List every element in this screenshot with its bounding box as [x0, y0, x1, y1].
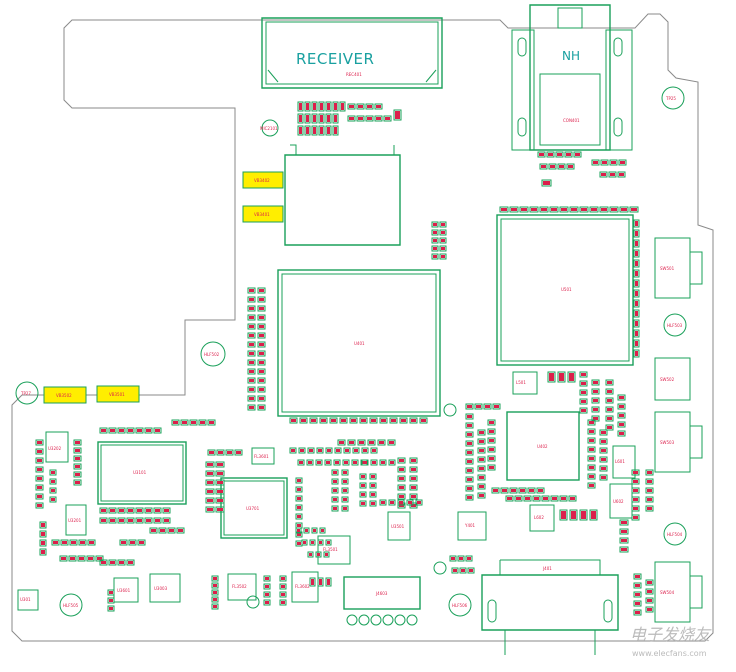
- ic-u3101: U3101: [97, 441, 187, 505]
- svg-text:HLF506: HLF506: [452, 603, 468, 608]
- svg-text:U3501: U3501: [391, 524, 405, 529]
- svg-text:HLF503: HLF503: [667, 323, 683, 328]
- watermark: 电子发烧友 www.elecfans.com: [630, 625, 712, 658]
- svg-text:U401: U401: [354, 341, 365, 346]
- svg-text:U3202: U3202: [48, 446, 62, 451]
- receiver-text: RECEIVER: [296, 50, 374, 68]
- ic-u3701: U3701: [220, 477, 288, 539]
- connector-con401: NH CON401: [511, 4, 633, 151]
- ic-u3202: U3202: [45, 431, 69, 463]
- ic-u3601: U3601: [113, 577, 139, 603]
- svg-text:SW503: SW503: [660, 440, 675, 445]
- svg-text:FL3501: FL3501: [323, 547, 338, 552]
- svg-text:HLF505: HLF505: [63, 603, 79, 608]
- svg-text:L601: L601: [615, 459, 625, 464]
- svg-text:MIC2101: MIC2101: [260, 126, 278, 131]
- svg-text:FL3601: FL3601: [254, 454, 269, 459]
- highlight-vb3502: VB3502: [43, 386, 87, 404]
- svg-text:Y401: Y401: [464, 523, 476, 528]
- svg-text:U3701: U3701: [246, 506, 260, 511]
- svg-text:U3003: U3003: [154, 586, 168, 591]
- svg-text:HLF502: HLF502: [204, 352, 220, 357]
- svg-text:VB3402: VB3402: [254, 178, 270, 183]
- svg-text:J401: J401: [542, 566, 552, 571]
- svg-text:VB3501: VB3501: [109, 392, 125, 397]
- svg-text:HLF504: HLF504: [667, 532, 683, 537]
- connector-mark: NH: [562, 49, 580, 63]
- svg-text:J4603: J4603: [375, 591, 388, 596]
- svg-text:L602: L602: [534, 515, 544, 520]
- svg-text:FL3502: FL3502: [232, 584, 247, 589]
- board-outline: [11, 13, 714, 642]
- svg-text:SW502: SW502: [660, 377, 675, 382]
- btb-block: [284, 144, 401, 246]
- highlight-vb3401: VB3401: [242, 205, 284, 223]
- side-switches: SW501 SW502 SW503 SW504: [654, 237, 703, 623]
- highlight-vb3501: VB3501: [96, 385, 140, 403]
- test-points: TP25 TP27 HLF502 HLF503 HLF504 HLF505 HL…: [15, 86, 687, 626]
- ic-u501: U501: [496, 214, 634, 366]
- svg-text:L501: L501: [516, 380, 526, 385]
- watermark-text: 电子发烧友: [630, 625, 712, 644]
- svg-text:TP25: TP25: [665, 96, 676, 101]
- bottom-parts: J4603 J401 Y401 FL3502 FL3501 FL3602 FL3…: [17, 371, 636, 655]
- svg-text:U602: U602: [613, 499, 624, 504]
- ic-u602: U602: [609, 483, 633, 519]
- svg-text:VB3401: VB3401: [254, 212, 270, 217]
- svg-text:SW501: SW501: [660, 266, 675, 271]
- svg-text:U3601: U3601: [117, 588, 131, 593]
- receiver-module: RECEIVER REC401: [261, 17, 443, 89]
- svg-text:TP27: TP27: [20, 391, 31, 396]
- svg-text:FL3602: FL3602: [295, 584, 310, 589]
- ic-u3201: U3201: [65, 504, 87, 536]
- svg-text:VB3502: VB3502: [56, 393, 72, 398]
- ic-u3501: U3501: [387, 511, 411, 541]
- svg-text:U501: U501: [561, 287, 572, 292]
- svg-text:U3201: U3201: [68, 518, 82, 523]
- watermark-url: www.elecfans.com: [632, 649, 707, 658]
- svg-text:SW504: SW504: [660, 590, 675, 595]
- passive-components: [35, 101, 654, 616]
- ic-u402: U402: [506, 411, 580, 481]
- svg-text:U402: U402: [537, 444, 548, 449]
- receiver-ref: REC401: [346, 72, 362, 77]
- svg-text:U301: U301: [20, 597, 31, 602]
- ic-u401: U401: [277, 269, 441, 417]
- ic-u3003: U3003: [149, 573, 181, 603]
- highlight-vb3402: VB3402: [242, 171, 284, 189]
- connector-ref: CON401: [563, 118, 580, 123]
- svg-text:U3101: U3101: [133, 470, 147, 475]
